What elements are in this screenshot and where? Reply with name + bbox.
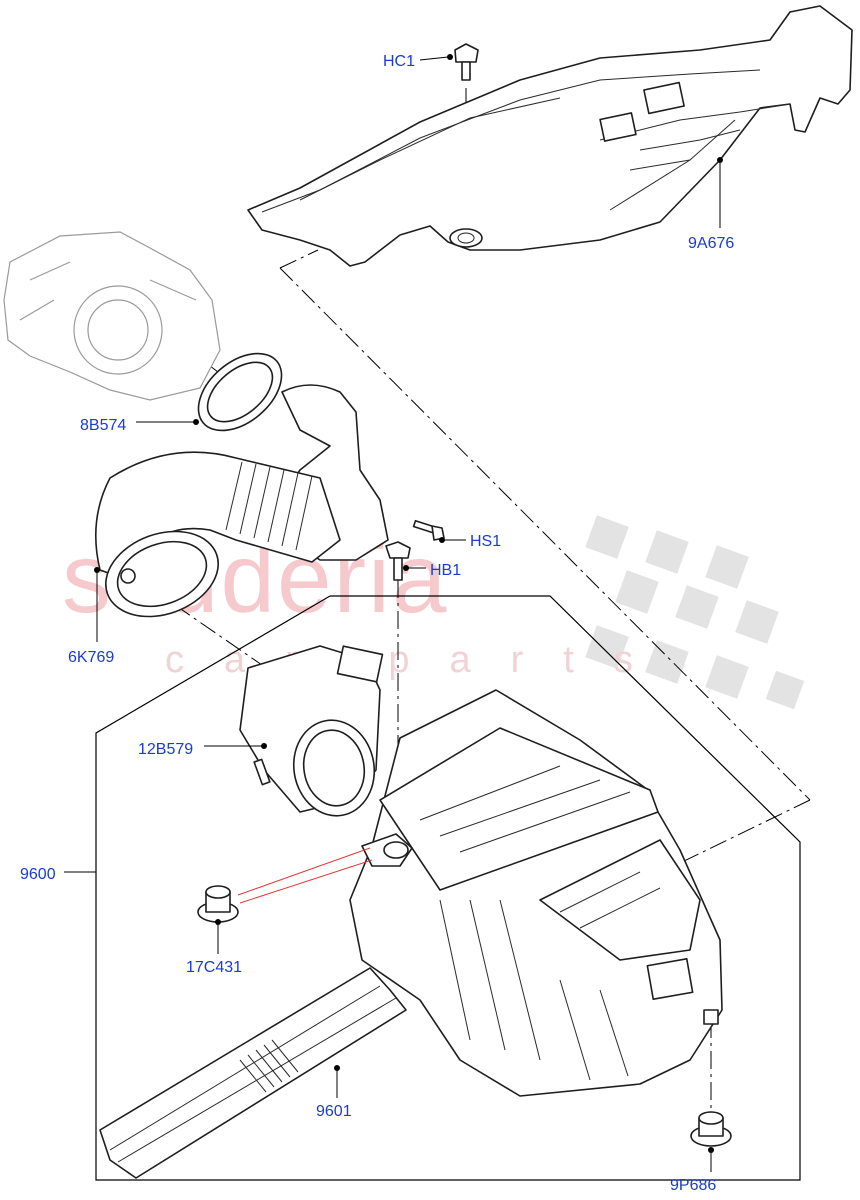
- seal-ring-8b574: [197, 352, 283, 432]
- grommet-guide-line-lower: [239, 859, 373, 904]
- callout-hb1: HB1: [430, 562, 461, 579]
- assembly-frame: [95, 595, 801, 1181]
- throttle-body-reference: [3, 231, 221, 401]
- callout-labels: HC1 9A676 8B574 HS1 HB1 6K769 12B579 960…: [20, 53, 734, 1194]
- leader-lines: [64, 54, 723, 1172]
- bolt-hb1: [385, 541, 411, 581]
- grommet-17c431: [197, 885, 239, 923]
- air-intake-duct-9a676: [247, 5, 853, 267]
- watermark-subtext: car parts: [165, 639, 673, 681]
- watermark-flag: [585, 515, 805, 710]
- callout-9600: 9600: [20, 866, 56, 883]
- callout-8b574: 8B574: [80, 417, 126, 434]
- callout-12b579: 12B579: [138, 741, 193, 758]
- callout-6k769: 6K769: [68, 649, 114, 666]
- callout-hs1: HS1: [470, 533, 501, 550]
- mass-air-flow-sensor-12b579: [239, 645, 384, 817]
- callout-9a676: 9A676: [688, 235, 734, 252]
- callout-hc1: HC1: [383, 53, 415, 70]
- air-filter-element-9601: [99, 967, 407, 1179]
- grommet-9p686: [690, 1111, 732, 1147]
- air-cleaner-housing-9600: [349, 689, 723, 1097]
- grommet-guide-line-upper: [237, 847, 371, 896]
- callout-9601: 9601: [316, 1103, 352, 1120]
- callout-17c431: 17C431: [186, 959, 242, 976]
- callout-9p686: 9P686: [670, 1177, 716, 1194]
- intake-hose-6k769: [95, 384, 389, 618]
- clip-hc1: [454, 43, 479, 81]
